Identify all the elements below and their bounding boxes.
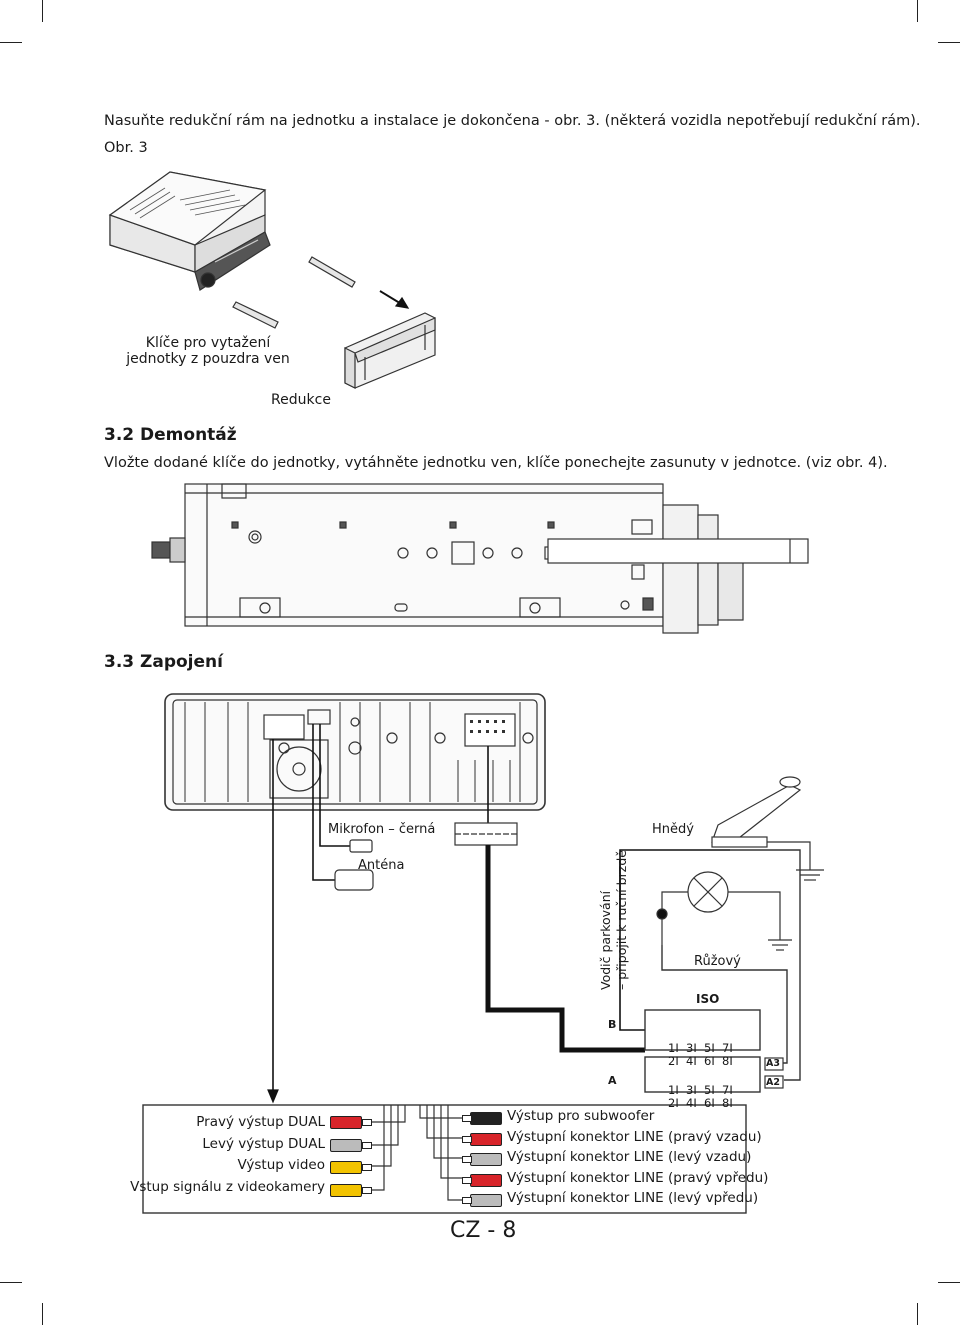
rca-plug-icon (330, 1138, 372, 1152)
iso-label: ISO (696, 992, 720, 1006)
crop-mark (917, 1303, 918, 1325)
crop-mark (917, 0, 918, 22)
rca-plug-icon (462, 1193, 502, 1207)
rca-plug-icon (462, 1111, 502, 1125)
rca-label: Pravý výstup DUAL (196, 1114, 325, 1130)
crop-mark (938, 42, 960, 43)
rca-label: Výstupní konektor LINE (levý vzadu) (507, 1149, 752, 1165)
pink-wire-label: Růžový (694, 954, 741, 969)
rca-label: Výstupní konektor LINE (levý vpředu) (507, 1190, 759, 1206)
parking-wire-label: Vodič parkování – připojit k ruční brzdě (598, 850, 629, 990)
mic-label: Mikrofon – černá (328, 822, 436, 837)
left-rca-plugs (330, 1115, 372, 1205)
rca-plug-icon (462, 1173, 502, 1187)
rca-label: Výstupní konektor LINE (pravý vzadu) (507, 1128, 762, 1145)
rca-plug-icon (462, 1132, 502, 1146)
crop-mark (42, 1303, 43, 1325)
rca-plug-icon (330, 1160, 372, 1174)
crop-mark (0, 1282, 22, 1283)
rca-label: Výstupní konektor LINE (pravý vpředu) (507, 1169, 769, 1186)
right-output-list: Výstup pro subwoofer Výstupní konektor L… (507, 1106, 768, 1209)
intro-text: Nasuňte redukční rám na jednotku a insta… (104, 113, 921, 129)
left-output-list: Pravý výstup DUAL Levý výstup DUAL Výstu… (130, 1112, 325, 1198)
a2-label: A2 (766, 1077, 780, 1088)
demontaz-text: Vložte dodané klíče do jednotky, vytáhně… (104, 455, 888, 471)
crop-mark (0, 42, 22, 43)
rca-plug-icon (330, 1183, 372, 1197)
section-heading-demontaz: 3.2 Demontáž (104, 425, 237, 445)
rca-label: Vstup signálu z videokamery (130, 1178, 325, 1195)
crop-mark (42, 0, 43, 22)
rca-label: Výstup pro subwoofer (507, 1108, 655, 1124)
rca-plug-icon (462, 1152, 502, 1166)
rca-plug-icon (330, 1115, 372, 1129)
section-heading-zapojeni: 3.3 Zapojení (104, 652, 223, 672)
antenna-label: Anténa (358, 858, 405, 873)
keys-label: Klíče pro vytažení jednotky z pouzdra ve… (126, 335, 290, 367)
connector-a-label: A (608, 1074, 617, 1087)
brown-wire-label: Hnědý (652, 822, 694, 837)
connector-b-label: B (608, 1018, 617, 1031)
rca-label: Výstup video (237, 1157, 325, 1173)
a3-label: A3 (766, 1058, 780, 1069)
crop-mark (938, 1282, 960, 1283)
figure-ref: Obr. 3 (104, 140, 148, 156)
rca-label: Levý výstup DUAL (202, 1135, 325, 1152)
right-rca-plugs (462, 1111, 502, 1214)
page-number: CZ - 8 (450, 1218, 517, 1243)
frame-label: Redukce (271, 392, 331, 408)
